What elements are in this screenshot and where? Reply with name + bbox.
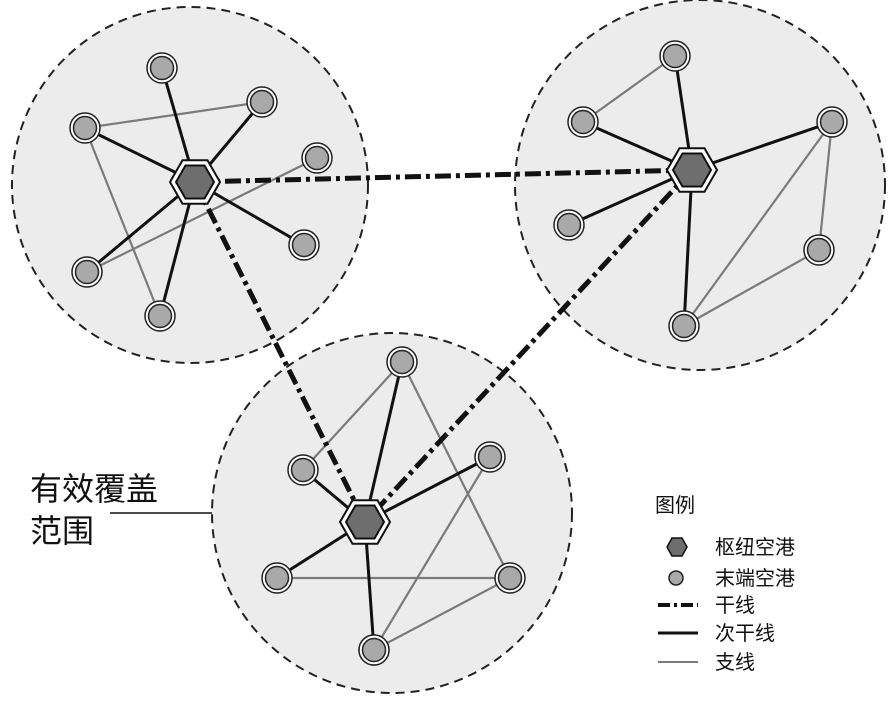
- spoke-airport-L6: [74, 259, 100, 285]
- spoke-airport-L4: [304, 145, 330, 171]
- legend-label-trunk: 干线: [715, 593, 755, 617]
- spoke-airport-R6: [671, 313, 697, 339]
- legend: 图例 枢纽空港 末端空港 干线 次干线 支线: [655, 493, 795, 674]
- branch-route-B5-B7: [372, 576, 512, 652]
- secondary-route-H3-B3: [363, 455, 492, 524]
- hub-legend-icon: [666, 537, 688, 557]
- branch-route-L2-L3: [83, 100, 264, 130]
- legend-label-branch: 支线: [715, 650, 755, 674]
- spoke-legend-icon: [668, 570, 684, 586]
- trunk-route-H2-H3: [363, 168, 694, 524]
- branch-routes: [83, 54, 834, 652]
- branch-route-R1-R2: [581, 54, 677, 124]
- spoke-airport-L5: [291, 232, 317, 258]
- spoke-airport-R3: [819, 109, 845, 135]
- hub-airport-H2: [671, 152, 713, 188]
- coverage-label-line1: 有效覆盖: [30, 470, 158, 508]
- coverage-circle-bottom: [211, 332, 573, 694]
- secondary-route-H3-B1: [363, 360, 404, 524]
- secondary-route-H1-L6: [85, 180, 197, 274]
- spoke-airport-L7: [147, 303, 173, 329]
- branch-route-B1-B5: [400, 360, 512, 580]
- coverage-label-line2: 范围: [30, 512, 94, 550]
- spoke-airport-L3: [249, 89, 275, 115]
- trunk-route-H1-H2: [194, 167, 693, 185]
- spoke-airport-R2: [570, 109, 596, 135]
- spoke-airport-R5: [806, 237, 832, 263]
- legend-label-secondary: 次干线: [715, 621, 775, 645]
- legend-label-hub: 枢纽空港: [715, 535, 795, 559]
- hub-airport-H3: [344, 504, 386, 540]
- spoke-airports: [69, 40, 848, 666]
- hub-airports: [168, 147, 719, 545]
- branch-route-R3-R6: [682, 120, 834, 328]
- branch-route-B3-B6: [372, 455, 492, 652]
- spoke-airport-B3: [477, 444, 503, 470]
- spoke-airport-B5: [497, 565, 523, 591]
- legend-label-spoke: 末端空港: [715, 566, 795, 590]
- spoke-airport-B1: [389, 349, 415, 375]
- secondary-route-H2-R6: [682, 168, 694, 328]
- branch-route-L2-L7: [83, 126, 162, 318]
- branch-route-L4-L6: [85, 156, 319, 274]
- branch-route-R3-R5: [817, 120, 834, 252]
- spoke-airport-L2: [72, 115, 98, 141]
- trunk-routes: [192, 167, 694, 524]
- spoke-airport-R4: [556, 212, 582, 238]
- spoke-airport-B7: [361, 637, 387, 663]
- spoke-airport-B2: [290, 457, 316, 483]
- spoke-airport-B4: [264, 565, 290, 591]
- coverage-label: 有效覆盖 范围: [30, 470, 212, 550]
- legend-title: 图例: [655, 493, 695, 517]
- spoke-airport-L1: [149, 55, 175, 81]
- spoke-airport-R1: [662, 43, 688, 69]
- secondary-route-H2-R3: [690, 120, 834, 172]
- branch-route-B2-B1: [301, 360, 404, 472]
- hub-airport-H1: [174, 164, 216, 200]
- branch-route-R5-R6: [682, 248, 821, 328]
- trunk-route-H1-H3: [192, 180, 368, 524]
